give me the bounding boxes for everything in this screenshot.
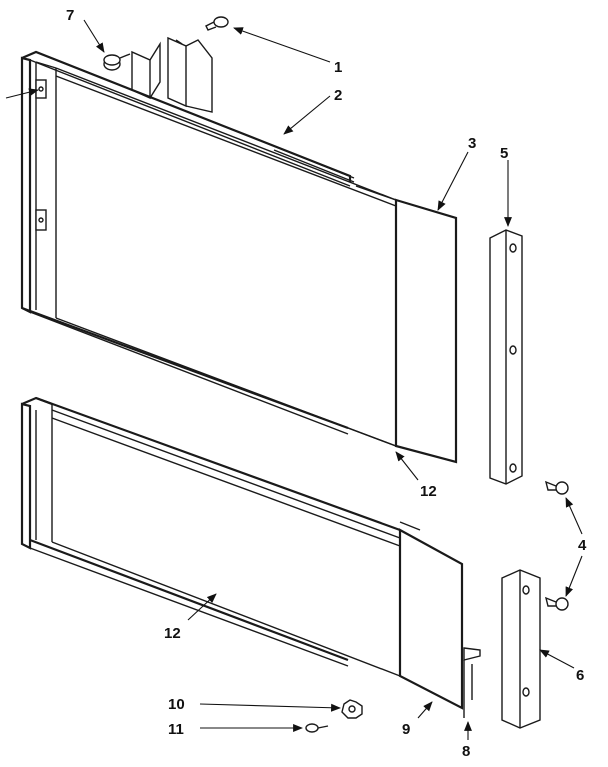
callout-8: 8 — [462, 743, 470, 760]
lower-glass — [398, 521, 464, 710]
part-5-side-trim — [489, 229, 523, 485]
callout-3: 3 — [468, 135, 476, 152]
callout-labels: 1 2 3 5 7 12 4 12 6 10 11 9 8 — [66, 7, 587, 760]
callout-6: 6 — [576, 667, 584, 684]
part-7-nut — [103, 53, 131, 71]
part-6-side-trim — [501, 569, 541, 729]
part-8-bracket — [463, 647, 481, 718]
callout-12-upper: 12 — [420, 483, 437, 500]
upper-panel — [20, 50, 397, 447]
callout-9: 9 — [402, 721, 410, 738]
lower-panel — [20, 396, 401, 677]
callout-1: 1 — [334, 59, 342, 76]
part-3-glass — [347, 185, 458, 464]
part-11-screw — [305, 723, 329, 733]
callout-4: 4 — [578, 537, 587, 554]
part-1-screw — [205, 16, 229, 31]
part-10-knob — [341, 699, 363, 719]
callout-7: 7 — [66, 7, 74, 24]
part-4-screw-lower — [544, 596, 569, 611]
top-bracket — [131, 36, 213, 113]
callout-10: 10 — [168, 696, 185, 713]
callout-11: 11 — [168, 721, 184, 738]
leader-lines — [5, 19, 583, 740]
lower-panel-assembly — [20, 396, 569, 733]
part-4-screw-upper — [544, 480, 569, 495]
callout-5: 5 — [500, 145, 508, 162]
callout-2: 2 — [334, 87, 342, 104]
callout-12-lower: 12 — [164, 625, 181, 642]
upper-panel-assembly — [20, 16, 569, 495]
